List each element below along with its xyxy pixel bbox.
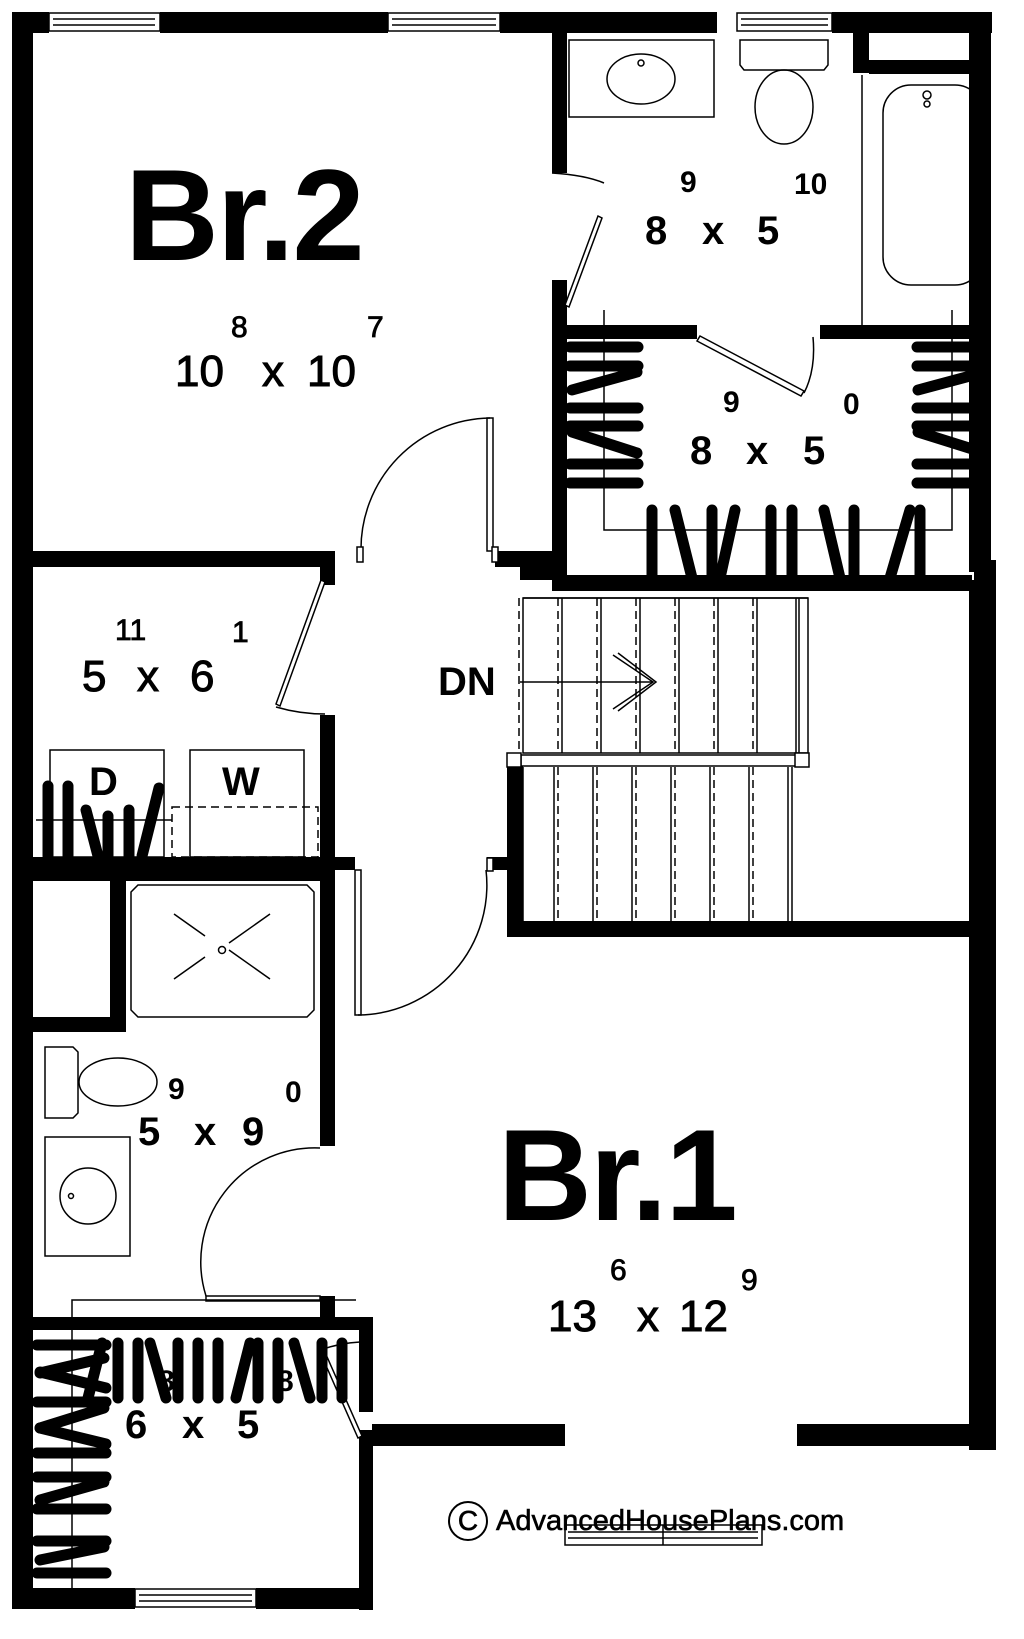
br2-depth-in: 7 xyxy=(367,311,384,344)
br1-times: x xyxy=(637,1292,660,1341)
bath-upper-depth-in: 10 xyxy=(794,168,828,201)
room-label-br2: Br.2 xyxy=(125,142,365,288)
lower-bath-fixtures xyxy=(44,1046,158,1257)
closet-upper-width-in: 9 xyxy=(723,386,740,419)
watermark-text: AdvancedHousePlans.com xyxy=(496,1504,845,1537)
shower xyxy=(130,884,315,1018)
br1-depth-ft: 12 xyxy=(679,1292,729,1341)
closet-upper-depth-in: 0 xyxy=(843,388,860,421)
laundry-fixtures xyxy=(36,749,319,862)
exterior-walls xyxy=(12,12,996,1609)
bath-upper-width-ft: 8 xyxy=(645,209,668,253)
stairs-down-label: DN xyxy=(438,660,496,704)
closet-lower-width-ft: 6 xyxy=(125,1403,148,1447)
closet-upper-width-ft: 8 xyxy=(690,429,713,473)
laundry-depth-in: 1 xyxy=(232,616,249,649)
laundry-width-in: 11 xyxy=(115,614,147,647)
br2-depth-ft: 10 xyxy=(307,347,357,396)
bath-upper-width-in: 9 xyxy=(680,166,697,199)
br2-width-ft: 10 xyxy=(175,347,225,396)
closet-lower-depth-ft: 5 xyxy=(237,1403,260,1447)
br1-width-ft: 13 xyxy=(548,1292,598,1341)
closet-upper-times: x xyxy=(746,429,769,473)
bath-lower-width-ft: 5 xyxy=(138,1110,161,1154)
copyright-icon: C xyxy=(448,1501,488,1541)
dryer-label: D xyxy=(89,760,118,804)
lower-closet-shelving xyxy=(31,1299,356,1592)
br1-depth-in: 9 xyxy=(741,1264,758,1297)
doors xyxy=(200,172,815,1440)
closet-lower-width-in: 8 xyxy=(158,1365,175,1398)
bath-lower-depth-in: 0 xyxy=(285,1076,302,1109)
laundry-width-ft: 5 xyxy=(81,652,107,701)
copyright-watermark: C AdvancedHousePlans.com xyxy=(448,1501,845,1541)
closet-lower-times: x xyxy=(182,1403,205,1447)
bath-lower-depth-ft: 9 xyxy=(242,1110,265,1154)
closet-lower-depth-in: 8 xyxy=(277,1365,294,1398)
br2-times: x xyxy=(262,347,285,396)
room-label-br1: Br.1 xyxy=(498,1102,738,1248)
laundry-times: x xyxy=(137,652,160,701)
closet-upper-depth-ft: 5 xyxy=(803,429,826,473)
bath-upper-depth-ft: 5 xyxy=(757,209,780,253)
upper-bath-fixtures xyxy=(568,39,984,325)
washer-label: W xyxy=(222,760,260,804)
interior-walls xyxy=(33,33,978,1610)
bath-lower-times: x xyxy=(194,1110,217,1154)
staircase[interactable] xyxy=(506,597,810,921)
br2-width-in: 8 xyxy=(231,311,248,344)
windows xyxy=(48,12,833,1608)
upper-closet-shelving xyxy=(564,310,991,584)
bath-upper-times: x xyxy=(702,209,725,253)
bath-lower-width-in: 9 xyxy=(168,1073,185,1106)
laundry-depth-ft: 6 xyxy=(189,652,215,701)
br1-width-in: 6 xyxy=(610,1254,627,1287)
